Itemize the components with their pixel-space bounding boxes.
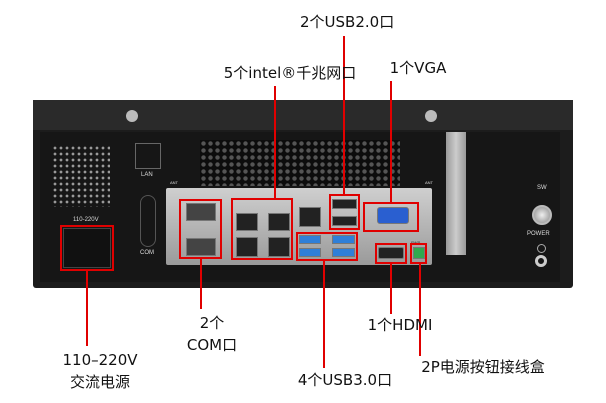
ant-label: ANT [425,180,433,185]
usb3-port [299,235,321,244]
highlight-vga [363,202,419,232]
callout-com-1: 2个 [199,314,225,332]
ground-terminal [535,255,547,267]
highlight-2p [410,243,427,264]
callout-hdmi: 1个HDMI [367,316,433,334]
highlight-usb3 [296,232,358,261]
leader-line-power [86,271,88,346]
voltage-label: 110-220V [73,217,99,223]
usb3-port [332,248,355,257]
highlight-lan [231,198,293,260]
callout-com-2: COM口 [186,336,238,354]
callout-2p: 2P电源按钮接线盒 [421,358,545,376]
power-button [532,205,552,225]
leader-line-hdmi [390,264,392,314]
sw-label: SW [537,185,547,191]
leader-line-usb2 [343,36,345,194]
com-port [186,238,216,256]
ground-icon [537,244,546,253]
expansion-bracket [446,132,466,255]
leader-line-vga [390,81,392,202]
lan-port [236,237,258,257]
callout-lan: 5个intel®千兆网口 [223,64,357,82]
chassis-top-lip [33,100,573,130]
com-knockout [140,195,156,247]
usb3-port [332,235,355,244]
usb3-port [299,248,321,257]
lan-port [236,213,258,231]
leader-line-2p [419,264,421,356]
leader-line-com [200,259,202,309]
callout-usb3: 4个USB3.0口 [297,371,393,389]
usb2-port [332,199,357,209]
highlight-usb2 [329,194,360,230]
lan-port [299,207,321,227]
power-inlet [63,228,111,268]
callout-vga: 1个VGA [389,59,447,77]
highlight-hdmi [375,243,407,264]
lan-port [268,237,290,257]
vga-port [377,207,409,224]
lan-knockout [135,143,161,169]
com-label: COM [140,250,154,256]
lan-label: LAN [141,172,153,178]
highlight-com [179,199,222,259]
leader-line-usb3 [323,261,325,368]
screw [126,110,138,122]
callout-power-2: 交流电源 [69,373,130,391]
fan-grill [200,140,400,186]
ant-label: ANT [170,180,178,185]
callout-power-1: 110–220V [62,351,138,369]
com-port [186,203,216,221]
power-label: POWER [527,231,550,237]
callout-usb2: 2个USB2.0口 [300,13,395,31]
leader-line-lan [274,86,276,198]
power-button-header [413,247,425,259]
usb2-port [332,216,357,226]
lan-port [268,213,290,231]
vent-grill [52,145,110,207]
highlight-power-inlet [60,225,114,271]
hdmi-port [378,247,404,259]
screw [425,110,437,122]
pwr-label: PWR [411,240,421,245]
